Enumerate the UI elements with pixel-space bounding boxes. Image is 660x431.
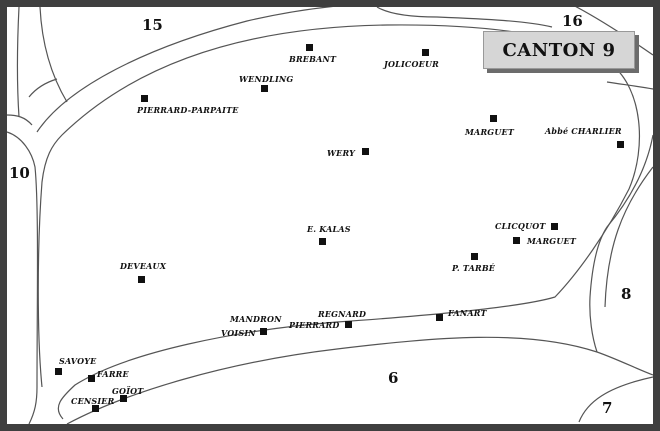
grave-label-abbe-charlier: Abbé CHARLIER bbox=[545, 126, 622, 136]
grave-marker bbox=[306, 44, 313, 51]
zone-8-label: 8 bbox=[621, 285, 632, 303]
grave-marker bbox=[92, 405, 99, 412]
grave-label-brebant: BREBANT bbox=[289, 54, 337, 64]
grave-label-pierrard-parpaite: PIERRARD-PARPAITE bbox=[137, 105, 239, 115]
grave-label-jolicoeur: JOLICOEUR bbox=[384, 59, 439, 69]
grave-label-wery: WERY bbox=[327, 148, 355, 158]
zone-16-label: 16 bbox=[562, 12, 583, 30]
grave-marker bbox=[345, 321, 352, 328]
grave-label-goiot: GOÏOT bbox=[112, 386, 144, 396]
grave-label-fanart: FANART bbox=[448, 308, 487, 318]
grave-label-deveaux: DEVEAUX bbox=[120, 261, 167, 271]
grave-marker bbox=[362, 148, 369, 155]
grave-marker bbox=[471, 253, 478, 260]
grave-label-savoye: SAVOYE bbox=[59, 356, 97, 366]
canton-title-badge: CANTON 9 bbox=[483, 31, 635, 69]
grave-label-marguet-1: MARGUET bbox=[465, 127, 514, 137]
grave-marker bbox=[513, 237, 520, 244]
grave-marker bbox=[141, 95, 148, 102]
grave-label-marguet-2: MARGUET bbox=[527, 236, 576, 246]
grave-label-clicquot: CLICQUOT bbox=[495, 221, 546, 231]
grave-marker bbox=[260, 328, 267, 335]
grave-label-e-kalas: E. KALAS bbox=[307, 224, 351, 234]
grave-label-regnard: REGNARD bbox=[318, 309, 367, 319]
grave-label-mandron: MANDRON bbox=[230, 314, 282, 324]
grave-marker bbox=[436, 314, 443, 321]
zone-7-label: 7 bbox=[602, 399, 613, 417]
grave-label-farre: FARRE bbox=[97, 369, 129, 379]
grave-label-censier: CENSIER bbox=[71, 396, 115, 406]
grave-label-p-tarbe: P. TARBÉ bbox=[452, 263, 496, 273]
cemetery-map: 15 16 10 8 6 7 CANTON 9 BREBANT JOLICOEU… bbox=[7, 7, 653, 424]
zone-15-label: 15 bbox=[142, 16, 163, 34]
grave-label-voisin: VOISIN bbox=[221, 328, 256, 338]
grave-marker bbox=[55, 368, 62, 375]
grave-marker bbox=[138, 276, 145, 283]
grave-marker bbox=[490, 115, 497, 122]
grave-label-pierrard: PIERRARD bbox=[289, 320, 340, 330]
zone-10-label: 10 bbox=[9, 164, 30, 182]
grave-marker bbox=[551, 223, 558, 230]
zone-6-label: 6 bbox=[388, 369, 399, 387]
grave-marker bbox=[422, 49, 429, 56]
grave-marker bbox=[261, 85, 268, 92]
path-lines bbox=[7, 7, 653, 424]
grave-marker bbox=[319, 238, 326, 245]
grave-marker bbox=[617, 141, 624, 148]
grave-marker bbox=[120, 395, 127, 402]
grave-marker bbox=[88, 375, 95, 382]
grave-label-wendling: WENDLING bbox=[239, 74, 294, 84]
